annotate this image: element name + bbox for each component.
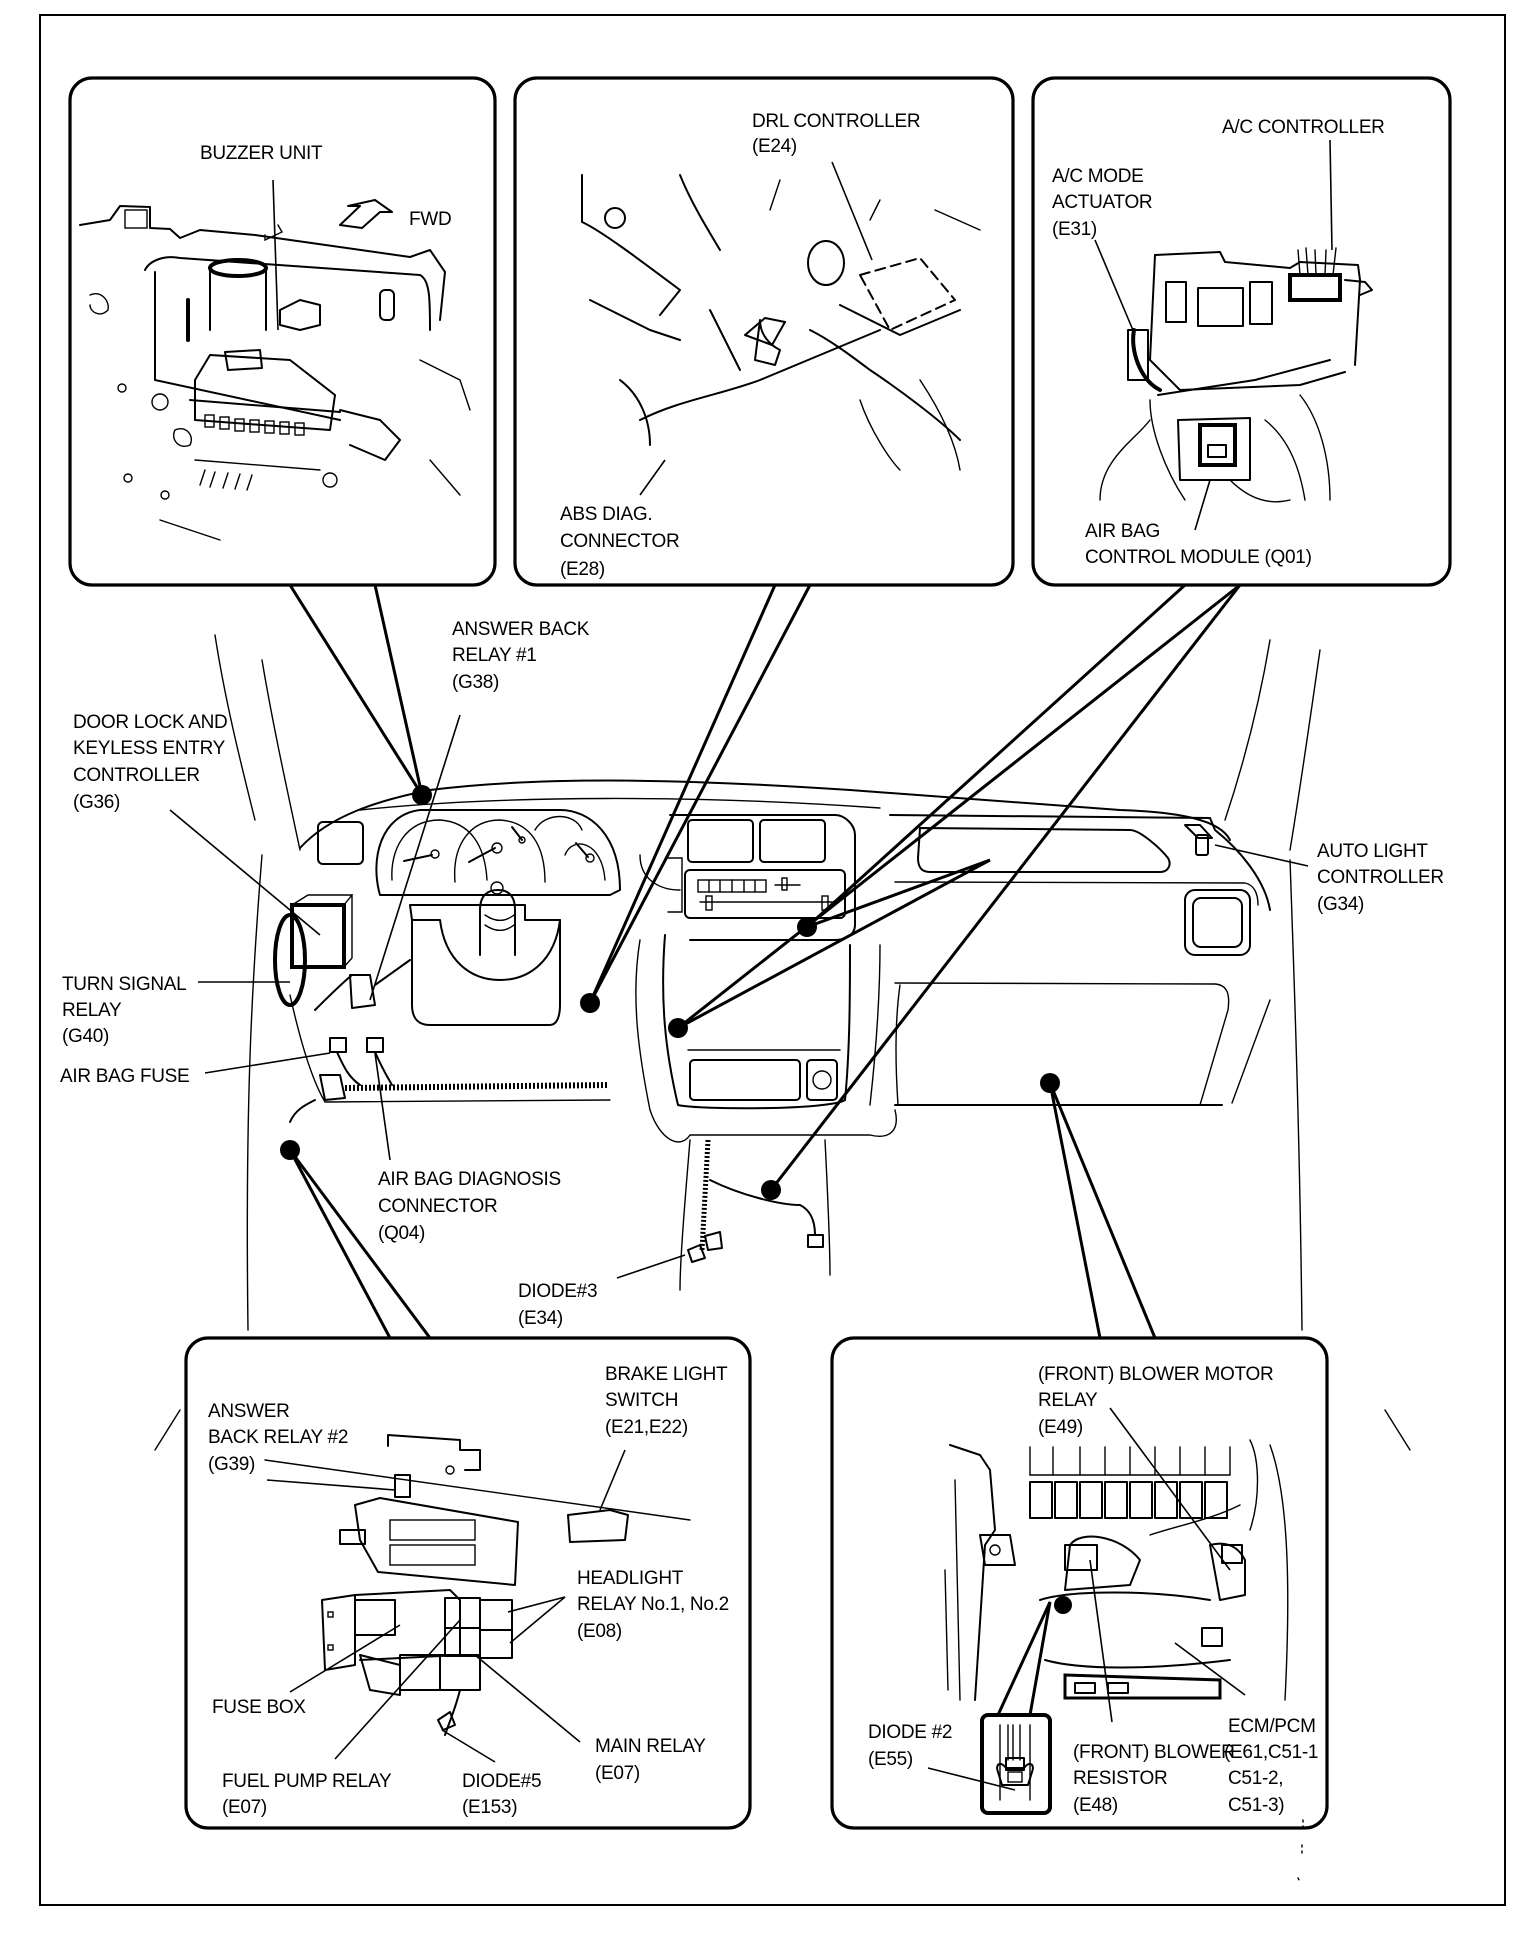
label-blower-motor: (FRONT) BLOWER MOTOR [1038,1364,1273,1385]
label-diode-5-code: (E153) [462,1797,517,1818]
label-diode-2: DIODE #2 [868,1722,952,1743]
fwd-arrow-icon [339,199,393,229]
label-ecm-pcm: ECM/PCM [1228,1716,1316,1737]
label-blower-motor-relay: RELAY [1038,1390,1098,1411]
label-headlight-code: (E08) [577,1621,622,1642]
label-buzzer-unit: BUZZER UNIT [200,143,323,164]
panel-ac-airbag: A/C CONTROLLER A/C MODE ACTUATOR (E31) A… [1031,76,1452,587]
label-controller: CONTROLLER [73,765,200,786]
label-answer-back: ANSWER [208,1401,290,1422]
label-ac-mode-actuator: ACTUATOR [1052,192,1152,213]
label-keyless-entry: KEYLESS ENTRY [73,738,226,759]
label-answer-back-relay-1-line2: RELAY #1 [452,645,537,666]
label-blower-resistor: (FRONT) BLOWER [1073,1742,1235,1763]
label-airbag-control-module: CONTROL MODULE (Q01) [1085,547,1312,568]
label-brake-light-switch: SWITCH [605,1390,678,1411]
label-airbag-diagnosis: AIR BAG DIAGNOSIS [378,1169,561,1190]
label-fuel-pump-relay: FUEL PUMP RELAY [222,1771,392,1792]
label-fwd: FWD [409,209,451,230]
main-view-labels: ANSWER BACK RELAY #1 (G38) DOOR LOCK AND… [60,619,1444,1329]
label-turn-signal: TURN SIGNAL [62,974,186,995]
label-main-relay: MAIN RELAY [595,1736,706,1757]
label-fuse-box: FUSE BOX [212,1697,306,1718]
label-brake-light: BRAKE LIGHT [605,1364,728,1385]
label-main-relay-code: (E07) [595,1763,640,1784]
panel-drl-abs: DRL CONTROLLER (E24) ABS DIAG. CONNECTOR… [513,76,1015,587]
callout-lines [288,583,1242,1339]
panel-fuse-relay-box: ANSWER BACK RELAY #2 (G39) BRAKE LIGHT S… [184,1336,752,1830]
outer-frame [39,14,1506,1906]
label-turn-signal-relay: RELAY [62,1000,122,1021]
label-answer-back-relay-1-code: (G38) [452,672,499,693]
label-headlight: HEADLIGHT [577,1568,684,1589]
panel-blower-ecm: (FRONT) BLOWER MOTOR RELAY (E49) DIODE #… [830,1336,1329,1830]
label-drl-controller: DRL CONTROLLER [752,111,920,132]
label-abs-diag-code: (E28) [560,559,605,580]
label-auto-light: AUTO LIGHT [1317,841,1428,862]
label-abs-diag: ABS DIAG. [560,504,652,525]
label-diode-3-code: (E34) [518,1308,563,1329]
label-auto-light-code: (G34) [1317,894,1364,915]
label-ac-controller: A/C CONTROLLER [1222,117,1385,138]
location-marker [1054,1596,1072,1614]
label-answer-back-relay-2-code: (G39) [208,1454,255,1475]
label-drl-controller-code: (E24) [752,136,797,157]
label-ac-mode-code: (E31) [1052,219,1097,240]
label-auto-light-controller: CONTROLLER [1317,867,1444,888]
label-door-lock-code: (G36) [73,792,120,813]
label-airbag-diagnosis-code: (Q04) [378,1223,425,1244]
label-airbag-diagnosis-connector: CONNECTOR [378,1196,497,1217]
label-diode-3: DIODE#3 [518,1281,597,1302]
label-headlight-relay: RELAY No.1, No.2 [577,1594,729,1615]
label-abs-diag-connector: CONNECTOR [560,531,679,552]
label-airbag: AIR BAG [1085,521,1160,542]
label-diode-5: DIODE#5 [462,1771,541,1792]
label-answer-back-relay-2: BACK RELAY #2 [208,1427,348,1448]
label-answer-back-relay-1: ANSWER BACK [452,619,590,640]
label-diode-2-code: (E55) [868,1749,913,1770]
label-ecm-pcm-code-2: C51-2, [1228,1768,1283,1789]
label-door-lock: DOOR LOCK AND [73,712,227,733]
label-ecm-pcm-code-1: (E61,C51-1 [1224,1742,1318,1763]
dashboard-main-view [154,634,1411,1451]
label-fuel-pump-relay-code: (E07) [222,1797,267,1818]
label-ac-mode: A/C MODE [1052,166,1144,187]
label-blower-motor-code: (E49) [1038,1417,1083,1438]
label-turn-signal-code: (G40) [62,1026,109,1047]
label-brake-light-code: (E21,E22) [605,1417,688,1438]
panel-buzzer-unit: BUZZER UNIT FWD [68,76,497,587]
label-blower-resistor-code: (E48) [1073,1795,1118,1816]
label-ecm-pcm-code-3: C51-3) [1228,1795,1284,1816]
label-blower-resistor-line2: RESISTOR [1073,1768,1167,1789]
label-airbag-fuse: AIR BAG FUSE [60,1066,189,1087]
